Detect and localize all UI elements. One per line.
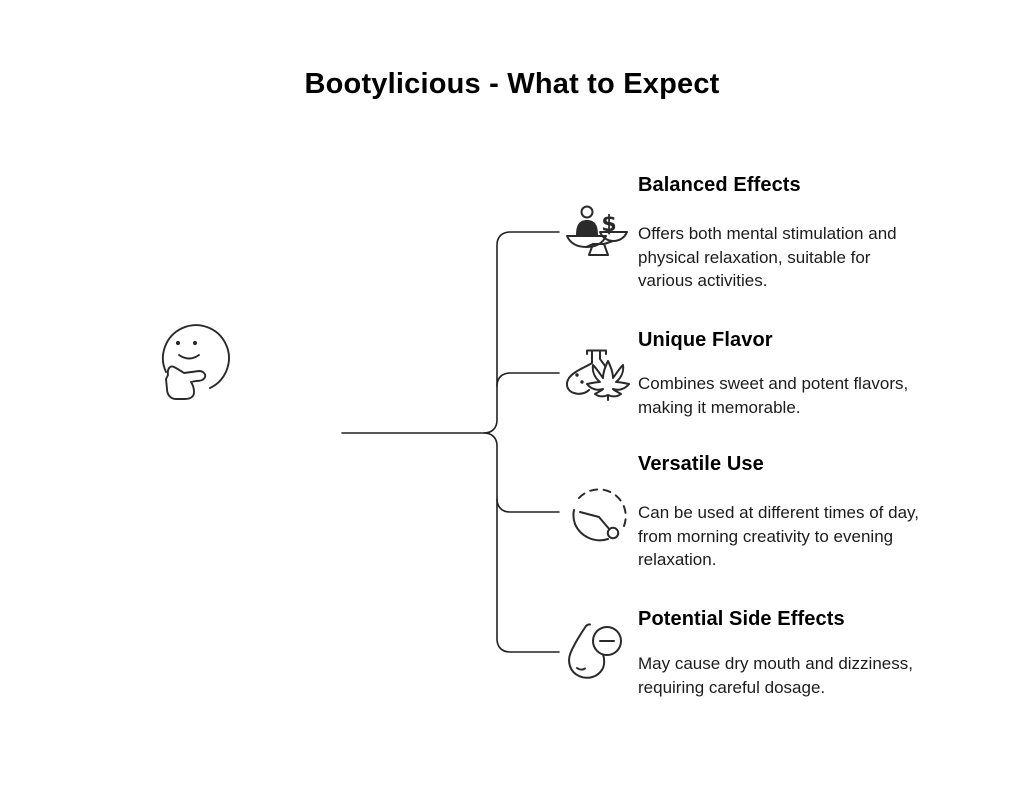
droplet-minus-icon [568, 623, 622, 679]
item-heading: Balanced Effects [638, 174, 801, 196]
dollar-glyph: $ [601, 212, 616, 237]
item-heading: Versatile Use [638, 453, 764, 475]
item-balanced-effects: Balanced Effects Offers both mental stim… [638, 174, 958, 293]
item-versatile-use: Versatile Use Can be used at different t… [638, 453, 958, 572]
item-heading: Unique Flavor [638, 329, 773, 351]
thinking-face-icon [162, 324, 230, 400]
item-body: Offers both mental stimulation and physi… [638, 224, 897, 290]
item-potential-side-effects: Potential Side Effects May cause dry mou… [638, 608, 958, 699]
item-body: May cause dry mouth and dizziness, requi… [638, 654, 913, 697]
item-body: Can be used at different times of day, f… [638, 503, 919, 569]
item-unique-flavor: Unique Flavor Combines sweet and potent … [638, 329, 958, 419]
item-body: Combines sweet and potent flavors, makin… [638, 374, 909, 417]
flask-leaf-icon [565, 349, 630, 401]
clock-icon [572, 488, 627, 542]
page-title: Bootylicious - What to Expect [304, 68, 720, 100]
balance-scale-icon: $ [566, 205, 628, 256]
item-heading: Potential Side Effects [638, 608, 845, 630]
